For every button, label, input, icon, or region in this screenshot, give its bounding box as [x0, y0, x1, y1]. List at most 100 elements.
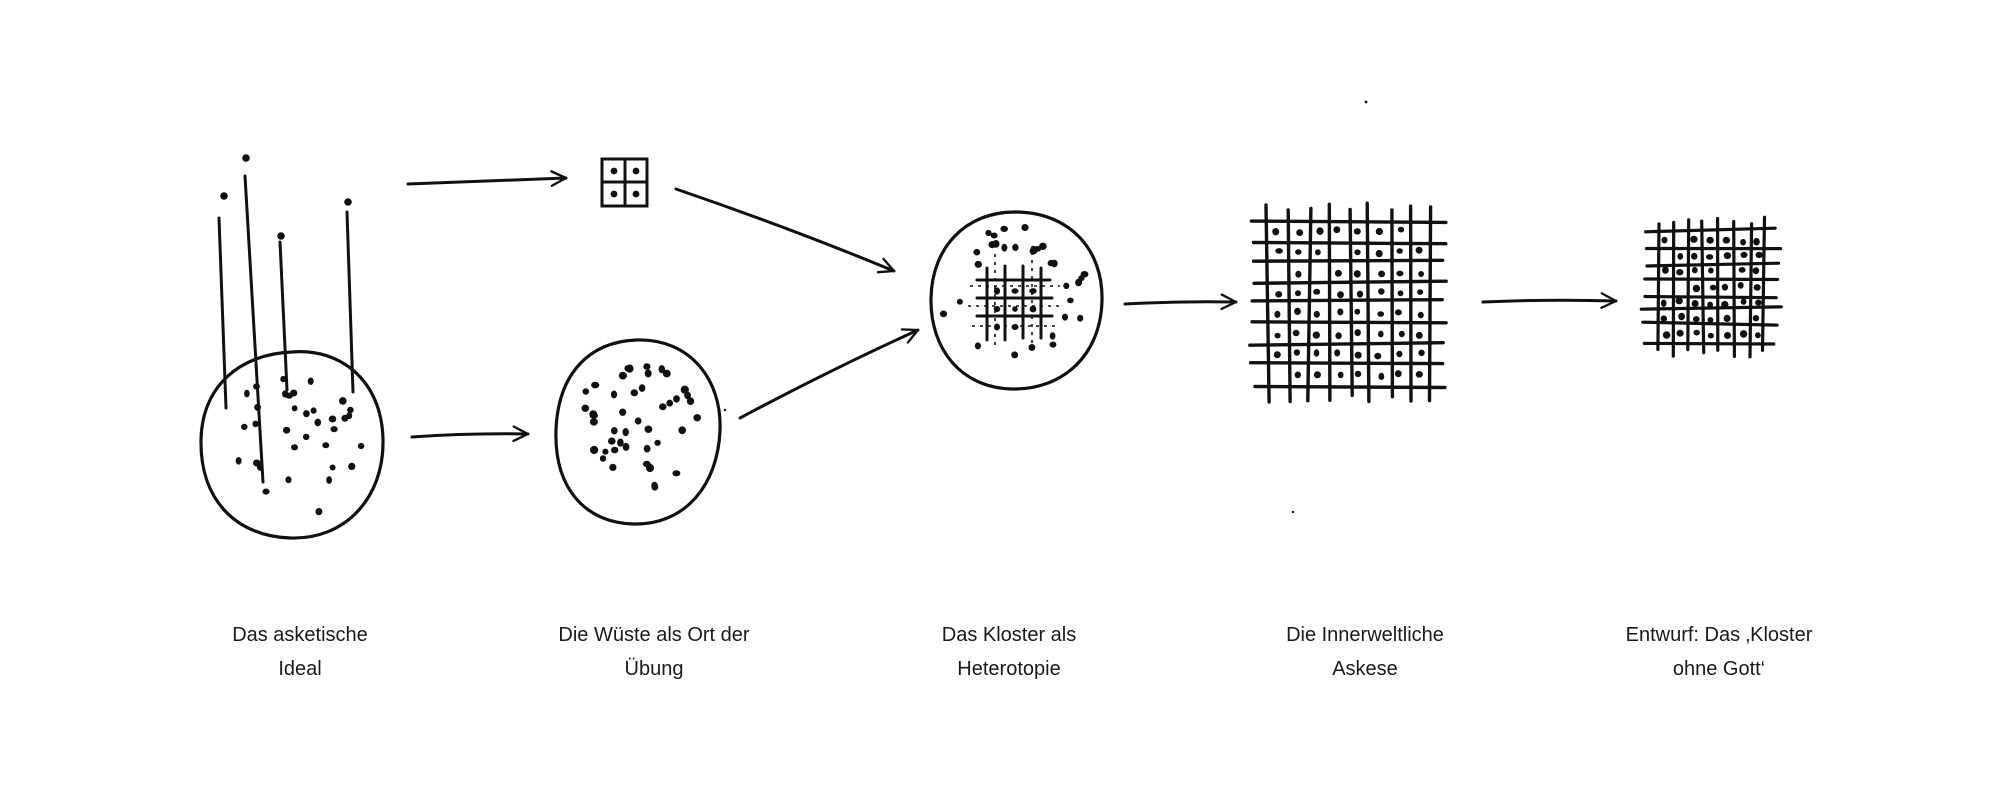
ink-dot — [1378, 270, 1386, 278]
ideal-circle — [199, 350, 385, 540]
grid-line-horizontal — [1645, 261, 1781, 268]
ink-dot — [280, 375, 287, 383]
ink-dot — [1692, 316, 1700, 323]
ink-dot — [1740, 251, 1748, 258]
grid-line-vertical — [1760, 215, 1767, 352]
ink-dot — [673, 395, 680, 403]
ink-dot — [1012, 243, 1019, 251]
caption-innerweltlich: Die Innerweltliche Askese — [1205, 618, 1525, 686]
grid-line-vertical — [1365, 201, 1371, 404]
wueste-circle — [554, 338, 722, 526]
wueste-small-grid — [600, 157, 649, 208]
ink-dot — [651, 481, 658, 489]
ink-dot — [241, 423, 248, 430]
innerweltlich-grid-dots — [1272, 226, 1425, 380]
grid-line-horizontal — [1248, 361, 1445, 366]
ink-dot — [654, 439, 661, 446]
ink-dot — [348, 462, 356, 470]
caption-ideal-line2: Ideal — [278, 658, 322, 680]
ink-dot — [1312, 331, 1321, 339]
ink-dot — [1313, 371, 1321, 379]
ink-dot — [1752, 267, 1760, 275]
ink-dot — [1335, 332, 1342, 340]
ink-dot — [643, 444, 651, 453]
ink-dot — [1752, 315, 1760, 322]
ink-dot — [589, 412, 598, 419]
grid-line-horizontal — [1643, 226, 1777, 234]
ink-dot — [1354, 351, 1362, 359]
ink-dot — [1692, 284, 1701, 293]
ink-dot — [1378, 330, 1384, 338]
caption-innerweltlich-line1: Die Innerweltliche — [1286, 624, 1444, 646]
ink-dot — [1273, 351, 1281, 359]
grid-line-horizontal — [1642, 341, 1776, 346]
grid-line-vertical — [1686, 218, 1691, 352]
wueste-figure — [554, 157, 722, 526]
ink-dot — [608, 437, 616, 445]
ink-dot — [1313, 349, 1320, 357]
ink-dot — [1691, 266, 1698, 274]
ink-dot — [1707, 301, 1713, 308]
ink-dot — [1723, 314, 1731, 322]
ink-dot — [1378, 288, 1385, 295]
ink-dot — [341, 414, 349, 422]
ink-dot — [1394, 309, 1402, 316]
ink-dot — [1353, 228, 1361, 235]
ink-dot — [1676, 269, 1684, 276]
flow-arrows — [406, 170, 1618, 443]
ink-dot — [1415, 331, 1423, 339]
ink-dot — [256, 464, 264, 471]
ink-dot — [1707, 317, 1714, 323]
ink-dot — [939, 310, 948, 318]
ink-dot — [252, 420, 259, 428]
caption-entwurf-line2: ohne Gott‘ — [1672, 658, 1766, 680]
ink-dot — [1662, 266, 1669, 274]
ink-dot — [1662, 331, 1671, 339]
ink-dot — [1354, 308, 1361, 315]
ink-dot — [1295, 249, 1302, 255]
ink-dot — [956, 298, 963, 305]
caption-entwurf: Entwurf: Das ‚Kloster ohne Gott‘ — [1559, 618, 1879, 686]
ink-dot — [591, 381, 600, 389]
ink-dot — [310, 407, 317, 414]
ink-dot — [618, 371, 628, 380]
ink-dot — [347, 406, 354, 414]
grid-line-vertical — [1264, 203, 1271, 404]
ink-dot — [1354, 249, 1361, 256]
ink-dot — [1354, 370, 1362, 378]
grid-line-horizontal — [1252, 279, 1448, 285]
ink-dot — [1397, 226, 1405, 233]
ideal-line-tips — [220, 154, 352, 240]
ink-dot — [993, 287, 1001, 295]
grid-line-vertical — [1348, 207, 1354, 397]
ink-dot — [1724, 332, 1731, 339]
kloster-circle — [929, 210, 1104, 391]
grid-line-vertical — [1656, 222, 1661, 352]
ideal-rising-lines — [217, 174, 355, 484]
kloster-inner-grid-faint — [968, 252, 1062, 350]
stray-specks — [723, 100, 1368, 514]
ink-dot — [314, 418, 322, 427]
ink-dot — [1709, 284, 1717, 291]
ink-dot — [253, 383, 260, 390]
ink-dot — [1316, 227, 1324, 235]
ink-dot — [302, 433, 310, 441]
grid-line-vertical — [1306, 206, 1313, 403]
ink-dot — [322, 442, 330, 449]
ink-dot — [1755, 299, 1762, 306]
ink-dot — [1415, 371, 1423, 378]
ink-dot — [985, 229, 992, 237]
grid-line-horizontal — [1639, 305, 1783, 311]
ink-dot — [611, 427, 618, 435]
ink-dot — [990, 232, 998, 239]
ink-dot — [666, 399, 673, 407]
entwurf-grid — [1639, 215, 1783, 359]
ink-dot — [684, 391, 691, 400]
ink-dot — [693, 414, 701, 422]
ink-dot — [1275, 291, 1283, 298]
ink-dot — [1029, 305, 1037, 313]
ink-dot — [644, 425, 653, 433]
ink-dot — [1292, 329, 1300, 337]
ink-dot — [1354, 329, 1361, 337]
grid-line-horizontal — [1641, 320, 1779, 327]
